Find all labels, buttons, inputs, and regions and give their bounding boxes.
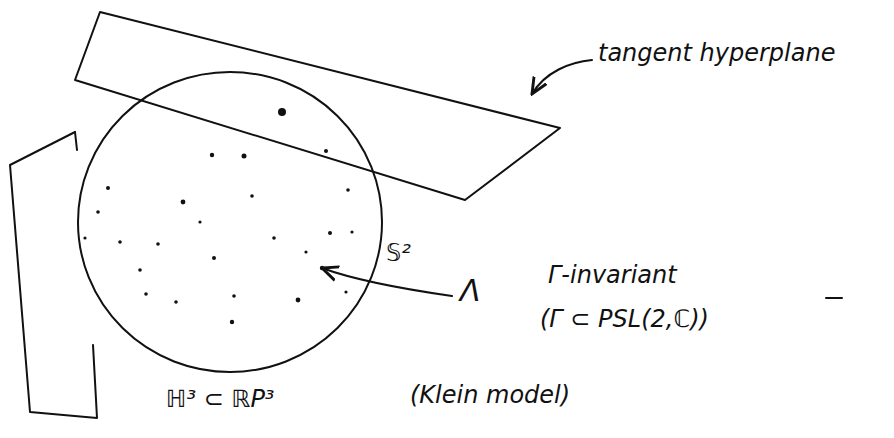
leader-arrow (322, 268, 452, 296)
sphere-label: 𝕊² (386, 240, 411, 266)
sphere-outline (78, 72, 382, 372)
limit-set-dots (83, 108, 353, 324)
plane-label: tangent hyperplane (598, 40, 835, 66)
stray-mark (826, 297, 842, 299)
tangent-plane (10, 132, 97, 418)
model-label: ℍ³ ⊂ ℝP³ (166, 386, 274, 412)
limit-set-label: Λ (460, 274, 481, 307)
model-note: (Klein model) (410, 382, 570, 408)
tangent-plane (75, 132, 77, 150)
group-note: (Γ ⊂ PSL(2,ℂ)) (540, 306, 709, 332)
leader-arrow (532, 60, 592, 94)
tangent-plane (75, 12, 560, 200)
invariance-note: Γ-invariant (548, 262, 677, 288)
